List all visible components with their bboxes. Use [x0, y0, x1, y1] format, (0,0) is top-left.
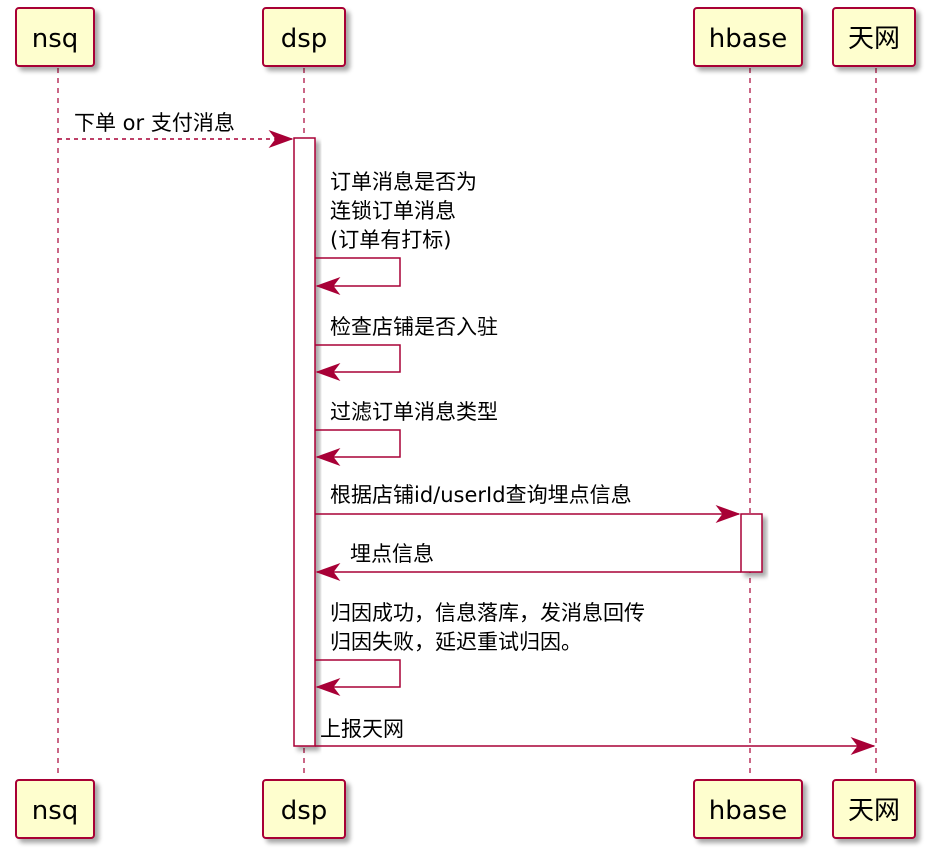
participant-box: [693, 779, 803, 839]
participant-label: 天网: [848, 24, 900, 54]
message-attribution: 归因成功，信息落库，发消息回传 归因失败，延迟重试归因。: [315, 601, 645, 697]
message-label: 下单 or 支付消息: [74, 111, 235, 135]
arrowhead: [715, 504, 741, 524]
message-self-loop: [315, 257, 401, 287]
arrowhead: [315, 276, 341, 296]
participant-top-dsp[interactable]: dsp: [262, 7, 346, 67]
message-report-tianwang: 上报天网: [315, 717, 876, 756]
message-label-line: 订单消息是否为: [330, 170, 477, 194]
arrowhead: [315, 562, 341, 582]
message-tracking-info: 埋点信息: [315, 542, 741, 582]
participant-label: nsq: [32, 796, 79, 826]
message-label-line: (订单有打标): [330, 228, 451, 252]
participant-box: [262, 7, 346, 67]
message-label-line: 归因成功，信息落库，发消息回传: [330, 601, 645, 625]
arrowhead: [315, 677, 341, 697]
participant-label: dsp: [281, 796, 328, 826]
participant-bottom-tianwang[interactable]: 天网: [832, 779, 916, 839]
participant-box: [693, 7, 803, 67]
message-check-chain-order: 订单消息是否为 连锁订单消息 (订单有打标): [315, 170, 477, 296]
participant-box: [832, 779, 916, 839]
message-label: 过滤订单消息类型: [330, 400, 498, 424]
participant-label: hbase: [709, 24, 787, 54]
activation-bar-dsp: [293, 137, 316, 747]
participant-box: [262, 779, 346, 839]
participant-bottom-nsq[interactable]: nsq: [15, 779, 95, 839]
message-label-line: 连锁订单消息: [330, 199, 456, 223]
participant-top-tianwang[interactable]: 天网: [832, 7, 916, 67]
message-label: 埋点信息: [350, 542, 434, 566]
arrowhead: [315, 447, 341, 467]
message-label: 上报天网: [320, 717, 404, 741]
participant-top-hbase[interactable]: hbase: [693, 7, 803, 67]
message-self-loop: [315, 659, 401, 688]
message-order-or-payment: 下单 or 支付消息: [58, 111, 294, 149]
participant-label: nsq: [32, 24, 79, 54]
participant-label: dsp: [281, 24, 328, 54]
message-check-store: 检查店铺是否入驻: [315, 315, 498, 382]
message-label: 根据店铺id/userId查询埋点信息: [330, 483, 632, 507]
arrowhead: [850, 736, 876, 756]
participant-label: 天网: [848, 796, 900, 826]
message-query-tracking: 根据店铺id/userId查询埋点信息: [315, 483, 741, 524]
participant-box: [15, 779, 95, 839]
arrowhead: [315, 362, 341, 382]
message-self-loop: [315, 429, 401, 458]
participant-bottom-dsp[interactable]: dsp: [262, 779, 346, 839]
message-filter-type: 过滤订单消息类型: [315, 400, 498, 467]
activation-bar-hbase: [740, 513, 763, 573]
arrowhead: [268, 129, 294, 149]
participant-bottom-hbase[interactable]: hbase: [693, 779, 803, 839]
message-label-line: 归因失败，延迟重试归因。: [330, 630, 582, 654]
participant-top-nsq[interactable]: nsq: [15, 7, 95, 67]
message-self-loop: [315, 344, 401, 373]
participant-box: [15, 7, 95, 67]
message-label: 检查店铺是否入驻: [330, 315, 498, 339]
participant-label: hbase: [709, 796, 787, 826]
participant-box: [832, 7, 916, 67]
